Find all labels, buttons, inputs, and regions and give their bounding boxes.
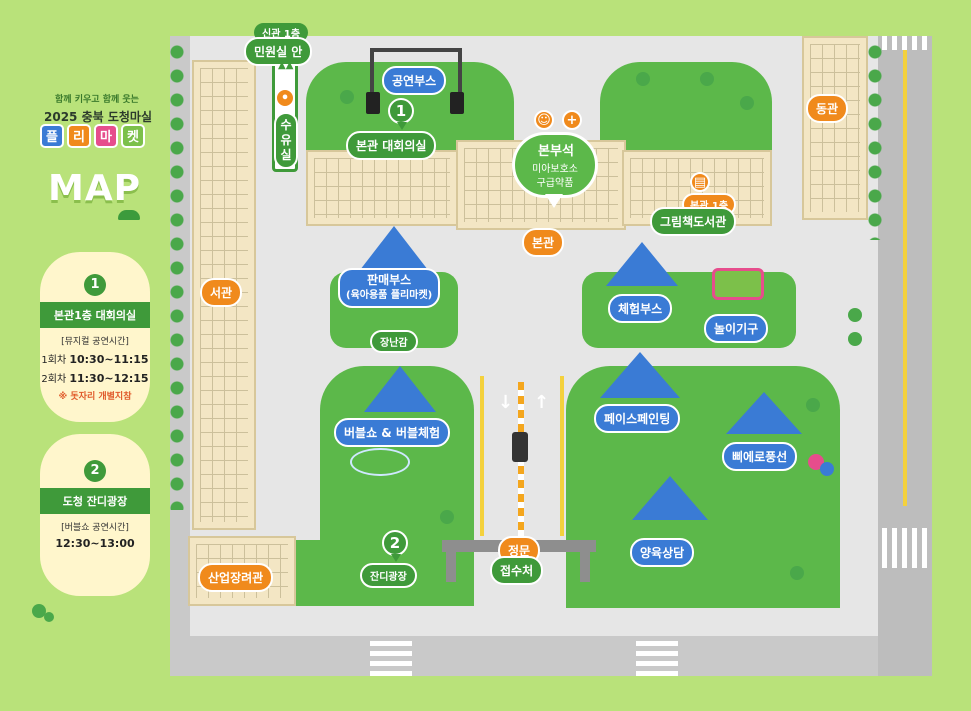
parenting-consult-label[interactable]: 양육상담: [630, 538, 695, 567]
nursing-room-label[interactable]: 수유실: [274, 112, 298, 169]
location-pin-1: 1: [388, 98, 414, 130]
event-title: 2025 충북 도청마실: [44, 110, 152, 124]
panel2-time: 12:30~13:00: [55, 537, 135, 550]
panel1-note: ※ 돗자리 개별지참: [58, 392, 132, 402]
bubble-icon: [350, 448, 410, 476]
tree-row-right: [868, 40, 882, 240]
market-char-3: 마: [94, 124, 118, 148]
stage-truss: [370, 48, 462, 52]
tree-icon: [32, 604, 46, 618]
market-char-1: 플: [40, 124, 64, 148]
speaker-icon: [366, 92, 380, 114]
smile-icon: ☺: [534, 110, 554, 130]
book-icon: ▤: [690, 172, 710, 192]
panel1-place: 본관1층 대회의실: [40, 302, 150, 328]
location-pin-2: 2: [382, 530, 408, 562]
lawn-plaza-label[interactable]: 잔디광장: [360, 563, 417, 588]
reception-label[interactable]: 접수처: [490, 556, 544, 585]
panel1-subtitle: [뮤지컬 공연시간]: [61, 337, 129, 347]
session-1-label: 1회차: [41, 355, 67, 366]
hq-title[interactable]: 본부석: [538, 144, 574, 159]
tree-icon: [340, 90, 354, 104]
flea-market-title: 플 리 마 켓: [40, 124, 145, 148]
tent-icon: [632, 476, 708, 520]
plus-icon: +: [562, 110, 582, 130]
tree-icon: [790, 566, 804, 580]
tree-icon: [440, 510, 454, 524]
market-char-2: 리: [67, 124, 91, 148]
crosswalk-top: [882, 36, 928, 50]
tree-icon: [806, 398, 820, 412]
civil-office-label[interactable]: 민원실 안: [244, 37, 313, 66]
performance-booth-label[interactable]: 공연부스: [382, 66, 447, 95]
ride-icon: [712, 268, 764, 300]
tree-icon: [848, 332, 862, 346]
balloon-clown-label[interactable]: 삐에로풍선: [722, 442, 798, 471]
market-char-4: 켓: [121, 124, 145, 148]
tent-icon: [606, 242, 678, 286]
sales-booth-label[interactable]: 판매부스 (육아용품 플리마켓): [338, 268, 441, 308]
tree-icon: [44, 612, 54, 622]
slogan: 함께 키우고 함께 웃는: [55, 95, 139, 105]
face-painting-label[interactable]: 페이스페인팅: [594, 404, 681, 433]
tent-icon: [726, 392, 802, 434]
performance-panel-2: 2 도청 잔디광장 [버블쇼 공연시간] 12:30~13:00: [40, 434, 150, 596]
up-arrows-icon: ▲▲: [278, 60, 294, 71]
gate-barrier-icon: [512, 432, 528, 462]
down-arrow-icon: ↓: [498, 392, 514, 413]
session-2-label: 2회차: [41, 374, 67, 385]
experience-booth-label[interactable]: 체험부스: [608, 294, 673, 323]
tree-icon: [848, 308, 862, 322]
hq-first-aid: 구급약품: [536, 178, 574, 189]
panel2-subtitle: [버블쇼 공연시간]: [61, 523, 129, 533]
panel2-place: 도청 잔디광장: [40, 488, 150, 514]
bubble-show-label[interactable]: 버블쇼 & 버블체험: [334, 418, 451, 447]
crosswalk-right: [882, 528, 928, 568]
toy-area-label[interactable]: 장난감: [370, 330, 418, 353]
tree-icon: [636, 72, 650, 86]
panel-number-1: 1: [84, 274, 106, 296]
tree-icon: [700, 72, 714, 86]
panel1-session-2: 2회차 11:30~12:15: [40, 370, 150, 385]
crosswalk-right-bottom: [636, 636, 678, 676]
session-2-time: 11:30~12:15: [69, 372, 149, 385]
tree-row-left: [170, 40, 184, 510]
tent-icon: [364, 366, 436, 412]
rides-label[interactable]: 놀이기구: [704, 314, 769, 343]
shrub-icon: [118, 210, 140, 220]
west-building-label[interactable]: 서관: [200, 278, 243, 307]
road-center-line: [903, 36, 907, 506]
bottle-icon: •: [275, 88, 295, 108]
balloon-icon: [820, 462, 834, 476]
industry-building-label[interactable]: 산업장려관: [198, 563, 274, 592]
lane-divider: [518, 382, 524, 542]
speaker-icon: [450, 92, 464, 114]
panel1-session-1: 1회차 10:30~11:15: [40, 351, 150, 366]
sales-booth-subtitle: (육아용품 플리마켓): [346, 290, 433, 301]
panel-number-2: 2: [84, 460, 106, 482]
session-1-time: 10:30~11:15: [69, 353, 149, 366]
tree-icon: [740, 96, 754, 110]
side-road: [878, 36, 932, 676]
main-building-label[interactable]: 본관: [522, 228, 565, 257]
sales-booth-title: 판매부스: [367, 273, 412, 287]
main-hall-room-label[interactable]: 본관 대회의실: [346, 131, 437, 160]
library-label[interactable]: 그림책도서관: [650, 207, 737, 236]
tent-icon: [600, 352, 680, 398]
up-arrow-icon: ↑: [534, 392, 550, 413]
crosswalk-left: [370, 636, 412, 676]
tent-icon: [360, 226, 428, 270]
east-building: [802, 36, 868, 220]
east-building-label[interactable]: 동관: [806, 94, 849, 123]
hq-lost-child: 미아보호소: [532, 164, 578, 175]
main-building-west-wing: [306, 150, 458, 226]
performance-panel-1: 1 본관1층 대회의실 [뮤지컬 공연시간] 1회차 10:30~11:15 2…: [40, 252, 150, 422]
map-word: MAP: [48, 168, 142, 209]
